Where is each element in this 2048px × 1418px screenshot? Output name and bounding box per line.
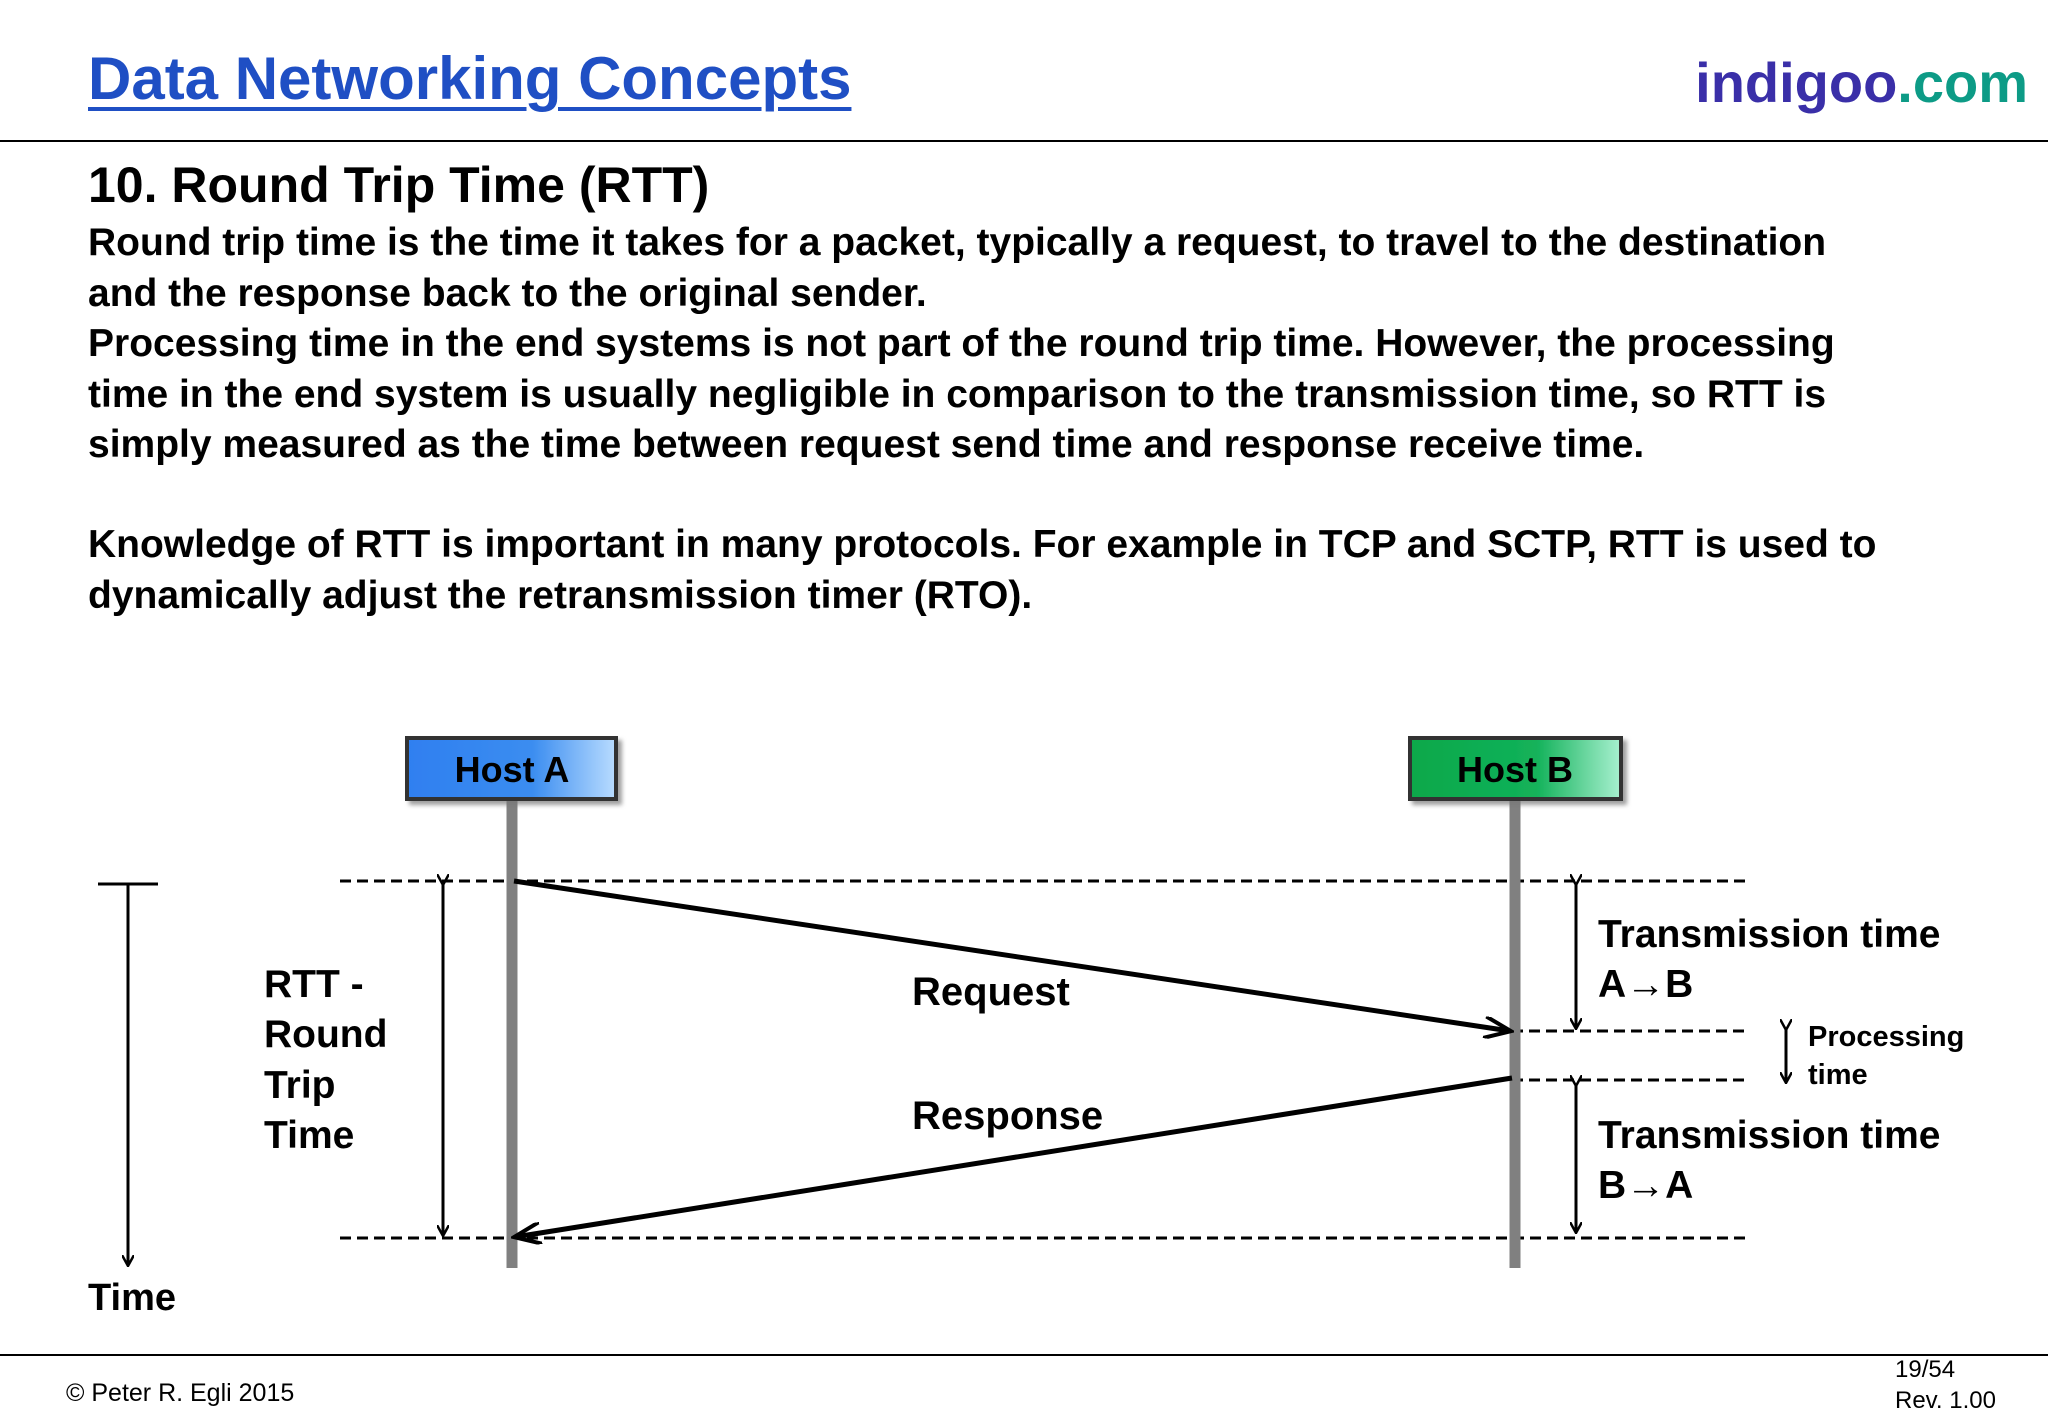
response-label: Response: [912, 1094, 1103, 1138]
rtt-label-line: RTT -: [264, 963, 364, 1006]
host-b-box: [1408, 736, 1623, 801]
response-arrow: [515, 1075, 1513, 1237]
brand-suffix: .com: [1897, 51, 2028, 114]
host-a-box: [405, 736, 618, 801]
brand-logo: indigoo.com: [1695, 50, 2028, 115]
rtt-label-line: Time: [264, 1114, 354, 1157]
paragraph-line: Round trip time is the time it takes for…: [88, 221, 1827, 264]
section-title: 10. Round Trip Time (RTT): [88, 157, 710, 213]
brand-main: indigoo: [1695, 51, 1898, 114]
paragraph-line: and the response back to the original se…: [88, 271, 927, 315]
page-number: 19/54: [1895, 1356, 1956, 1383]
transmission-ab-label-line: A→B: [1598, 963, 1693, 1006]
transmission-ba-label-line: B→A: [1598, 1164, 1693, 1207]
paragraph-protocols: Knowledge of RTT is important in many pr…: [88, 520, 1876, 621]
request-arrow: [513, 878, 1510, 1031]
paragraph-line: Knowledge of RTT is important in many pr…: [88, 523, 1877, 566]
transmission-ab-label-line: Transmission time: [1598, 913, 1940, 956]
processing-label-line: Processing: [1808, 1021, 1964, 1053]
request-label: Request: [912, 970, 1070, 1014]
footer-divider: [0, 1354, 2048, 1356]
paragraph-line: time in the end system is usually neglig…: [88, 372, 1827, 416]
header-divider: [0, 140, 2048, 142]
rtt-label-line: Trip: [264, 1064, 336, 1107]
time-label: Time: [88, 1277, 176, 1319]
paragraph-line: dynamically adjust the retransmission ti…: [88, 573, 1033, 617]
rtt-label-line: Round: [264, 1013, 387, 1056]
paragraph-definition: Round trip time is the time it takes for…: [88, 218, 1835, 471]
footer-copyright: © Peter R. Egli 2015: [66, 1379, 295, 1407]
page-title: Data Networking Concepts: [88, 45, 852, 112]
host-b-label: Host B: [1457, 749, 1573, 790]
processing-label-line: time: [1808, 1059, 1868, 1091]
revision-label: Rev. 1.00: [1895, 1387, 1996, 1414]
transmission-ba-label-line: Transmission time: [1598, 1114, 1940, 1157]
paragraph-line: simply measured as the time between requ…: [88, 423, 1645, 466]
host-a-label: Host A: [455, 749, 570, 790]
paragraph-line: Processing time in the end systems is no…: [88, 322, 1835, 365]
